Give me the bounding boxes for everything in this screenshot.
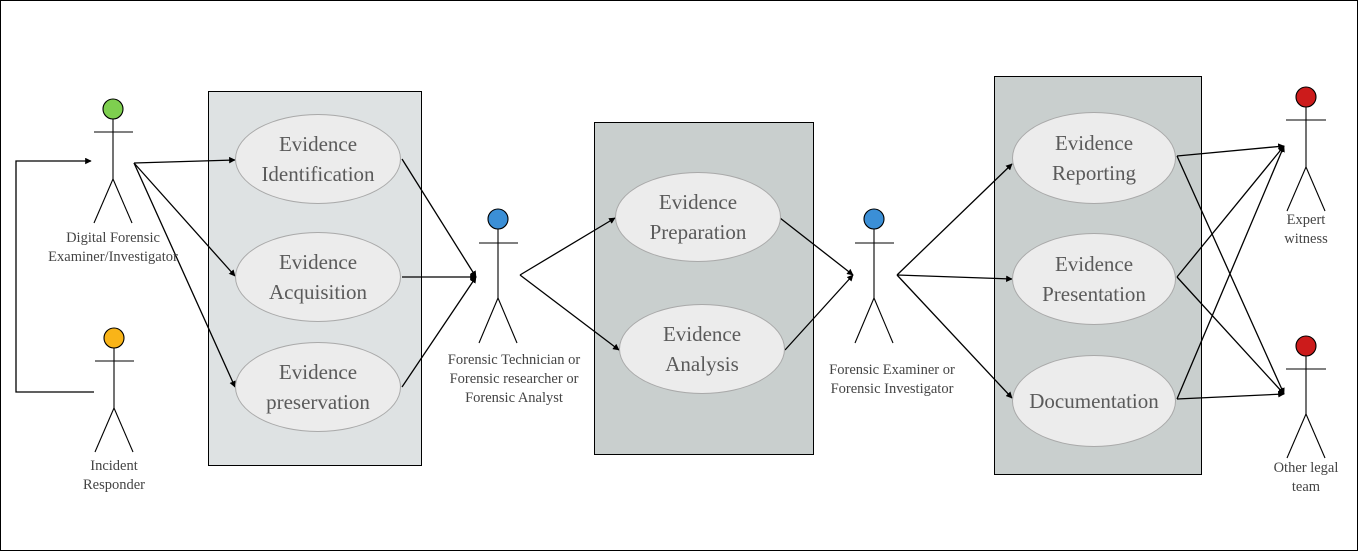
actor-examiner-figure [854,208,894,344]
use-case-acquisition[interactable]: Evidence Acquisition [235,232,401,322]
use-case-identification[interactable]: Evidence Identification [235,114,401,204]
edge-documentation-witness [1176,145,1285,400]
edge-technician-preparation [519,217,616,276]
edge-presentation-witness [1176,145,1285,278]
actor-legal-team-figure [1286,335,1326,459]
edge-examiner-acquisition [133,162,236,277]
edge-examiner-documentation [896,274,1013,399]
edge-preparation-examiner [779,217,854,276]
edge-technician-analysis [519,274,620,351]
use-case-analysis[interactable]: Evidence Analysis [619,304,785,394]
use-case-preparation[interactable]: Evidence Preparation [615,172,781,262]
actor-label-expert-witness: Expert witness [1284,212,1328,247]
actor-label-incident-responder: Incident Responder [82,458,145,493]
edge-reporting-witness [1176,143,1285,157]
loop-connector [15,157,94,393]
edge-analysis-examiner [784,274,854,351]
edge-documentation-legal [1176,391,1285,400]
actor-incident-responder-figure [94,327,134,453]
actor-technician-figure [478,208,518,344]
actor-expert-witness-figure [1286,86,1326,212]
edge-examiner-preservation [133,162,236,388]
edge-identification-technician [401,158,477,278]
edge-presentation-legal [1176,276,1285,395]
actor-digital-examiner-figure [93,98,133,224]
edge-preservation-technician [401,276,477,388]
edge-examiner-reporting [896,163,1013,276]
actor-label-technician: Forensic Technician or Forensic research… [447,352,581,406]
use-case-reporting[interactable]: Evidence Reporting [1012,112,1176,204]
actor-label-legal-team: Other legal team [1273,460,1339,495]
edge-reporting-legal [1176,155,1285,395]
use-case-documentation[interactable]: Documentation [1012,355,1176,447]
actor-label-examiner: Forensic Examiner or Forensic Investigat… [829,362,955,397]
edge-examiner-presentation [896,274,1013,283]
edge-examiner-identification [133,156,236,164]
use-case-presentation[interactable]: Evidence Presentation [1012,233,1176,325]
actor-label-digital-examiner: Digital Forensic Examiner/Investigator [48,230,178,265]
use-case-preservation[interactable]: Evidence preservation [235,342,401,432]
